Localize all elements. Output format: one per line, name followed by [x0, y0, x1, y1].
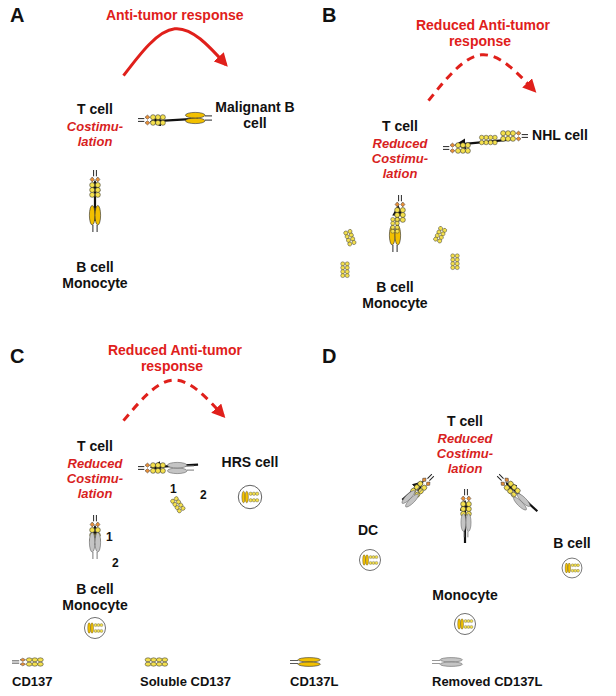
endosome-symbol [84, 617, 105, 638]
cell-name: Monocyte [432, 587, 497, 603]
molecule-symbol [89, 532, 100, 559]
panel-letter: D [322, 345, 336, 368]
callout-number: 2 [200, 488, 207, 502]
dendritic-cell: DC [312, 474, 424, 586]
molecule-symbol [433, 226, 447, 244]
endosome-symbol [562, 558, 582, 578]
endosome-symbol [454, 613, 475, 634]
cell-circle: T cellCostimu-lation [40, 70, 150, 180]
response-arrow [124, 29, 227, 76]
cell-name: T cell [77, 101, 113, 117]
legend-symbol [12, 652, 62, 672]
legend-molecule [12, 658, 43, 666]
cell-circle: T cellReduced Costimu-lation [345, 95, 455, 205]
edge-label-box: Reduced Anti-tumor response [89, 342, 259, 374]
molecule-symbol [90, 170, 101, 197]
molecule-symbol [508, 488, 532, 512]
molecule-symbol [479, 135, 497, 145]
cell-name: T cell [77, 438, 113, 454]
endosome-symbol [359, 549, 380, 570]
callout-number: 2 [112, 556, 119, 570]
molecule-symbol [185, 112, 212, 123]
legend-text: Soluble CD137 [140, 674, 280, 689]
legend-text: Removed CD137L [432, 674, 572, 689]
cell-name: B cell Monocyte [57, 259, 134, 291]
legend-item: CD137 [12, 652, 152, 689]
cell-name: DC [358, 522, 378, 538]
response-label: Reduced Anti-tumor response [413, 17, 550, 49]
molecule-symbol [389, 225, 400, 252]
cell-state: Reduced Costimu-lation [424, 432, 505, 477]
legend-item: Soluble CD137 [140, 652, 280, 689]
legend-item: Removed CD137L [432, 652, 572, 689]
cell-state: Reduced Costimu-lation [54, 457, 135, 502]
cell-circle: B cell [527, 498, 616, 588]
molecule-symbol [89, 205, 100, 232]
molecule-symbol [138, 463, 165, 474]
legend-symbol [432, 652, 482, 672]
molecule-symbol [451, 254, 460, 270]
edge-label-box: Anti-tumor response [90, 7, 260, 23]
callout-number: 1 [170, 482, 177, 496]
molecule-symbol [461, 489, 472, 516]
cell-name: B cell [553, 535, 590, 551]
legend-symbol [290, 652, 340, 672]
callout-number: 1 [106, 530, 113, 544]
cell-name: NHL cell [532, 127, 588, 143]
molecule-symbol [400, 485, 424, 509]
molecule-symbol [138, 115, 165, 126]
legend-molecule [145, 658, 168, 666]
molecule-symbol [501, 131, 528, 142]
cell-circle: B cell Monocyte [45, 547, 145, 647]
legend-text: CD137 [12, 674, 152, 689]
cell-name: T cell [447, 413, 483, 429]
legend-molecule [290, 658, 320, 667]
molecule-symbol [341, 262, 350, 278]
edge-label-box: Reduced Anti-tumor response [397, 17, 567, 49]
panel-letter: C [10, 345, 24, 368]
panel-letter: A [10, 4, 24, 27]
cell-circle: T cellReduced Costimu-lation [40, 415, 150, 525]
cell-name: HRS cell [222, 454, 279, 470]
response-arrow [124, 380, 224, 421]
cell-circle: B cell Monocyte [343, 243, 447, 347]
cell-circle: T cellReduced Costimu-lation [410, 390, 520, 500]
cell-circle: NHL cell [512, 87, 608, 183]
molecule-symbol [443, 143, 470, 154]
cell-state: Reduced Costimu-lation [359, 137, 440, 182]
molecule-symbol [461, 514, 471, 538]
legend-text: CD137L [290, 674, 430, 689]
cell-name: T cell [382, 118, 418, 134]
response-label: Reduced Anti-tumor response [105, 342, 242, 374]
response-arrow [429, 55, 535, 101]
legend-molecule [432, 658, 462, 667]
molecule-symbol [343, 229, 356, 247]
legend-symbol [140, 652, 190, 672]
cell-name: B cell Monocyte [357, 279, 434, 311]
cell-name: Malignant B cell [214, 99, 295, 131]
molecule-symbol [170, 496, 186, 514]
cell-circle: Monocyte [415, 545, 515, 645]
cell-name: B cell Monocyte [58, 581, 132, 613]
molecule-symbol [391, 217, 400, 233]
cell-circle: B cell Monocyte [43, 223, 147, 327]
cell-circle: Malignant B cell [200, 60, 310, 170]
cell-circle: HRS cell [200, 412, 300, 512]
endosome-symbol [238, 485, 261, 508]
molecule-symbol [167, 462, 194, 473]
legend-item: CD137L [290, 652, 430, 689]
response-label: Anti-tumor response [103, 7, 247, 23]
cell-state: Costimu-lation [54, 120, 135, 150]
panel-letter: B [322, 4, 336, 27]
